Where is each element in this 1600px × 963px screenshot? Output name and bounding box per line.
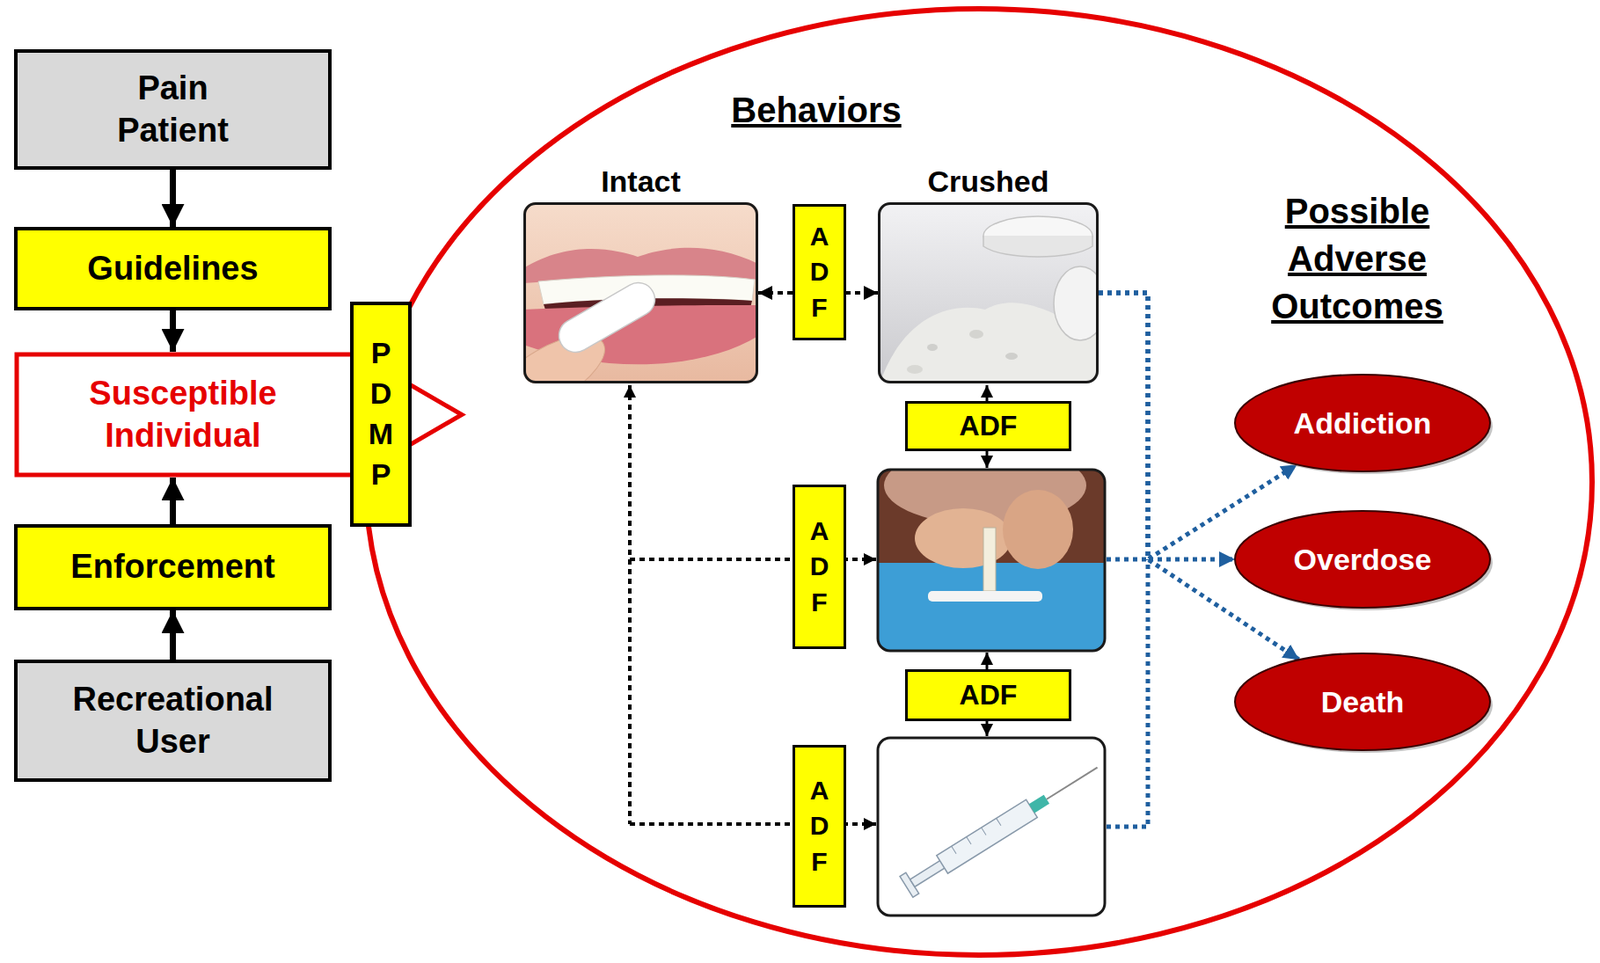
box-label: Recreational User — [67, 679, 279, 763]
syringe-photo — [877, 737, 1105, 916]
scale-mark — [966, 837, 972, 845]
powder-grain — [969, 329, 984, 339]
box-label: Enforcement — [70, 546, 275, 589]
box-label: Addiction — [1293, 404, 1432, 443]
flow-arrow — [169, 610, 176, 660]
rolled-bill — [983, 527, 996, 592]
tag-label: ADF — [806, 513, 833, 622]
tag-label: ADF — [806, 773, 833, 881]
outcome-feed — [1106, 559, 1148, 827]
backdrop — [877, 737, 1105, 916]
photo-box: Intact — [523, 202, 759, 384]
outcome-arrow — [1098, 292, 1235, 560]
source-box: Recreational User — [14, 659, 332, 782]
capsule — [553, 277, 662, 359]
box-label: Death — [1321, 683, 1404, 722]
barrel — [936, 799, 1038, 874]
outcome-oval: Death — [1232, 650, 1493, 753]
needle — [1046, 767, 1098, 800]
outcome-oval: Addiction — [1232, 372, 1493, 475]
hand — [1002, 489, 1074, 570]
box-label: Pain Patient — [98, 67, 249, 152]
powder-grain — [1005, 352, 1018, 360]
dotted-route — [628, 385, 632, 825]
oval-fill — [1234, 374, 1491, 472]
flow-arrow — [169, 169, 176, 227]
crushed-pill-photo — [877, 202, 1099, 384]
box-label: Susceptible Individual — [68, 372, 298, 457]
edge-label: ADF — [806, 219, 833, 327]
oval-fill — [1234, 653, 1491, 751]
tag-label: ADF — [959, 409, 1018, 443]
photo-heading: Crushed — [880, 162, 1096, 201]
control-box: Enforcement — [14, 524, 332, 611]
hand — [914, 508, 1012, 569]
scale-mark — [981, 827, 987, 835]
oval-fill — [1234, 511, 1491, 608]
photo-heading: Intact — [526, 162, 756, 201]
adf-tag: ADF — [905, 401, 1072, 452]
powder-line — [927, 591, 1043, 602]
adf-tag: ADF — [792, 484, 847, 650]
powder-grain — [927, 343, 938, 351]
flow-arrow — [169, 477, 176, 525]
source-box: Pain Patient — [14, 49, 332, 170]
adf-tag: ADF — [792, 745, 847, 908]
section-heading: Behaviors — [640, 86, 993, 134]
powder-grain — [906, 365, 923, 374]
behavior-region: IntactCrushedAddictionOverdoseDeathBehav… — [362, 5, 1596, 959]
photo-frame — [877, 469, 1105, 651]
oval-outline — [362, 5, 1596, 959]
tablet-side — [983, 235, 1093, 257]
tablet — [1053, 266, 1099, 341]
outcome-feed — [1106, 557, 1148, 563]
scale-mark — [996, 818, 1001, 826]
scale-mark — [951, 846, 957, 854]
syringe — [899, 757, 1104, 898]
outcome-oval: Overdose — [1232, 508, 1493, 611]
intact-pill-photo — [523, 202, 759, 384]
adf-tag: ADF — [792, 204, 847, 341]
adf-tag: ADF — [905, 669, 1072, 722]
box-label: Overdose — [1293, 540, 1432, 579]
needle-hub — [1029, 795, 1050, 814]
flow-arrow — [169, 310, 176, 352]
box-label: Guidelines — [87, 248, 258, 291]
tag-label: ADF — [959, 679, 1018, 712]
outcome-arrow — [1098, 292, 1300, 660]
section-heading: Possible Adverse Outcomes — [1238, 187, 1476, 330]
photo-box: Crushed — [877, 202, 1099, 384]
photo-frame — [877, 737, 1105, 916]
snorting-photo — [877, 469, 1105, 651]
region-outline — [365, 8, 1593, 956]
box-label: PDMP — [365, 333, 396, 496]
control-box: Guidelines — [14, 226, 332, 311]
pdmp-tag: PDMP — [350, 301, 412, 527]
